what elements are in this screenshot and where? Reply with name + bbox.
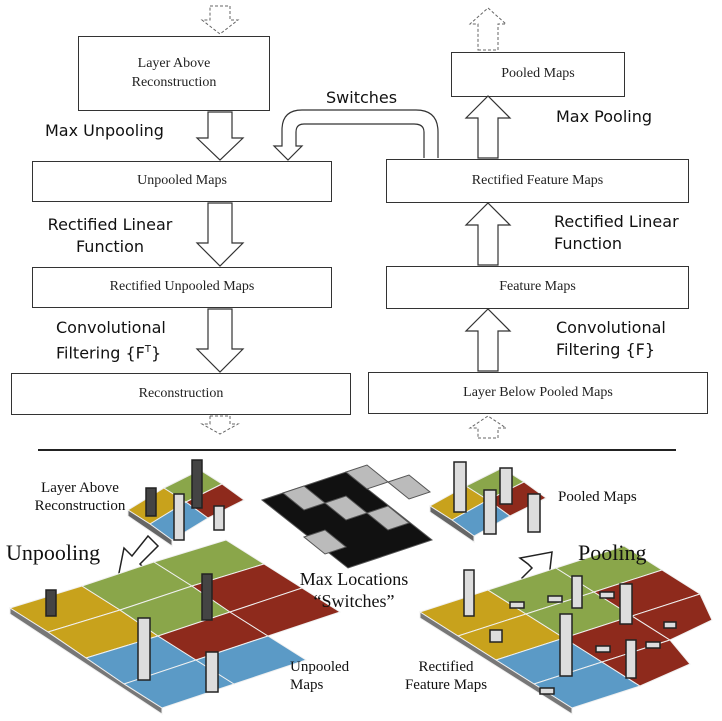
arrow-max-pooling bbox=[464, 95, 512, 159]
layer-below-pooled-maps-box: Layer Below Pooled Maps bbox=[368, 372, 708, 414]
conv-right-line2: Filtering {F} bbox=[556, 340, 656, 359]
max-unpooling-label: Max Unpooling bbox=[45, 121, 164, 140]
feature-maps-box: Feature Maps bbox=[386, 266, 689, 309]
unpooled-big-grid bbox=[8, 539, 342, 715]
bottom-pooled-maps-label: Pooled Maps bbox=[558, 489, 637, 505]
switches-pipe bbox=[272, 109, 439, 161]
layer-above-small-grid bbox=[127, 469, 245, 547]
max-locations-line2: “Switches” bbox=[313, 591, 395, 611]
rectified-unpooled-maps-box: Rectified Unpooled Maps bbox=[32, 267, 332, 308]
arrow-relu-left bbox=[195, 202, 245, 267]
arrow-dashed-bottom-left bbox=[200, 415, 240, 435]
layer-above-bars bbox=[145, 459, 225, 541]
max-locations-line1: Max Locations bbox=[299, 569, 409, 589]
max-locations-label: Max Locations “Switches” bbox=[284, 568, 424, 612]
bottom-layer-above-label: Layer Above Reconstruction bbox=[34, 480, 126, 514]
conv-left-text: Filtering {F bbox=[56, 343, 145, 363]
relu-right-line1: Rectified Linear bbox=[554, 212, 679, 231]
conv-left-line1: Convolutional bbox=[56, 318, 166, 337]
conv-left-sup: T bbox=[144, 344, 151, 355]
arrow-conv-right bbox=[464, 308, 512, 372]
rectified-feature-maps-label: Rectified Feature Maps bbox=[404, 659, 488, 693]
conv-right-label: Convolutional Filtering {F} bbox=[556, 317, 666, 361]
arrow-dashed-bottom-right bbox=[468, 415, 508, 439]
arrow-dashed-top-left bbox=[200, 5, 240, 35]
rectified-bars bbox=[463, 569, 677, 695]
relu-right-line2: Function bbox=[554, 234, 623, 253]
pooled-bars bbox=[453, 461, 541, 535]
max-pooling-label: Max Pooling bbox=[556, 107, 653, 126]
pooling-label: Pooling bbox=[578, 540, 647, 565]
relu-left-line1: Rectified Linear bbox=[47, 215, 173, 234]
unpooling-label: Unpooling bbox=[6, 540, 101, 565]
unpooled-maps-label: Unpooled Maps bbox=[290, 659, 350, 693]
pooled-maps-box: Pooled Maps bbox=[451, 52, 625, 97]
conv-right-line1: Convolutional bbox=[556, 318, 666, 337]
relu-right-label: Rectified Linear Function bbox=[554, 211, 690, 255]
arrow-dashed-top-right bbox=[468, 7, 508, 51]
switches-label: Switches bbox=[326, 88, 398, 107]
conv-left-label: Convolutional Filtering {FT} bbox=[56, 317, 166, 364]
arrow-conv-left bbox=[195, 308, 245, 373]
layer-above-reconstruction-box: Layer Above Reconstruction bbox=[78, 36, 270, 111]
rectified-feature-maps-box: Rectified Feature Maps bbox=[386, 159, 689, 203]
unpooled-bars bbox=[45, 573, 219, 693]
switches-checkerboard bbox=[260, 464, 434, 569]
conv-left-line2: Filtering {FT} bbox=[56, 339, 166, 364]
arrow-max-unpooling bbox=[195, 111, 245, 161]
relu-left-label: Rectified Linear Function bbox=[42, 214, 178, 258]
relu-left-line2: Function bbox=[75, 237, 145, 256]
reconstruction-box: Reconstruction bbox=[11, 373, 351, 415]
unpooled-maps-box: Unpooled Maps bbox=[32, 161, 332, 202]
conv-left-end: } bbox=[150, 343, 162, 363]
arrow-relu-right bbox=[464, 202, 512, 266]
